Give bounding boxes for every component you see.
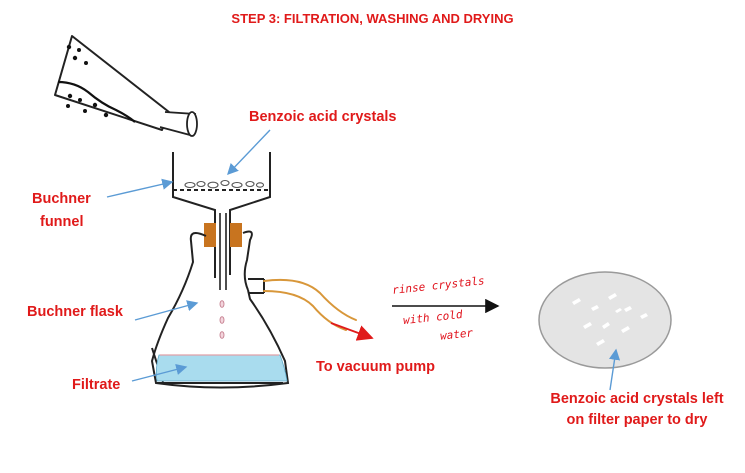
rubber-stopper-icon xyxy=(204,223,242,247)
label-buchner-funnel-line2: funnel xyxy=(40,214,84,230)
filtrate-liquid xyxy=(155,354,288,382)
arrow-filtrate xyxy=(131,364,188,382)
buchner-funnel-icon xyxy=(172,152,271,290)
label-vacuum-pump: To vacuum pump xyxy=(316,359,435,375)
label-filtrate: Filtrate xyxy=(72,377,121,393)
filter-paper-icon xyxy=(538,271,672,369)
label-buchner-flask: Buchner flask xyxy=(27,304,123,320)
label-benzoic-crystals: Benzoic acid crystals xyxy=(249,109,397,125)
label-dry-line2: on filter paper to dry xyxy=(566,412,708,428)
pouring-flask-icon xyxy=(54,35,198,137)
label-buchner-funnel-line1: Buchner xyxy=(32,191,91,207)
filtrate-drops xyxy=(219,300,225,339)
arrow-paper xyxy=(609,348,621,391)
vacuum-arrow xyxy=(330,322,374,341)
crystal-dots xyxy=(66,44,109,118)
vacuum-tubing-icon xyxy=(263,278,357,331)
arrow-flask xyxy=(134,300,199,321)
arrow-funnel xyxy=(106,178,174,198)
diagram-title: STEP 3: FILTRATION, WASHING AND DRYING xyxy=(231,11,514,26)
funnel-crystals xyxy=(184,179,265,189)
arrow-crystals xyxy=(227,129,271,176)
pointer-arrows xyxy=(106,129,621,391)
label-dry-line1: Benzoic acid crystals left xyxy=(550,391,724,407)
